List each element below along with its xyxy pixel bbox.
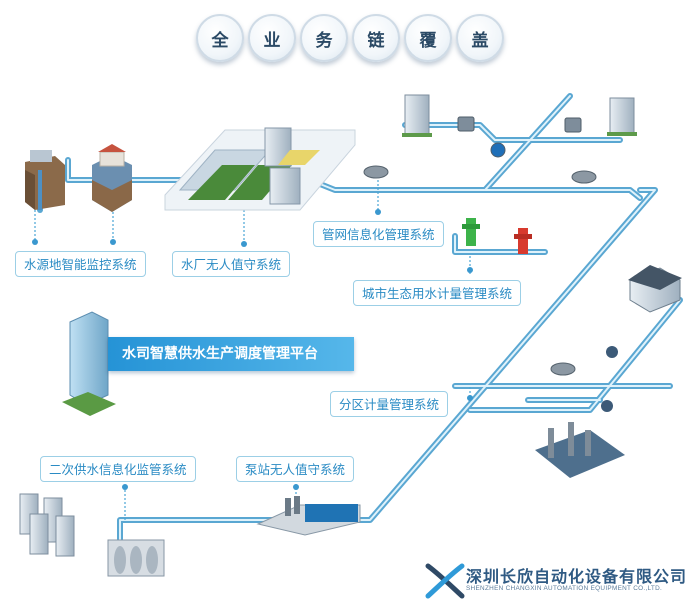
title-char-4: 链 <box>352 14 400 62</box>
house-icon <box>628 265 682 313</box>
pump-station-label: 泵站无人值守系统 <box>236 456 355 482</box>
residential-buildings-icon <box>19 493 75 557</box>
company-english-name: SHENZHEN CHANGXIN AUTOMATION EQUIPMENT C… <box>466 585 663 592</box>
title-char-3: 务 <box>300 14 348 62</box>
water-plant-icon <box>164 127 356 211</box>
factory-icon <box>535 346 625 478</box>
title-char-1: 全 <box>196 14 244 62</box>
title-char-5: 覆 <box>404 14 452 62</box>
pipe-network-label: 管网信息化管理系统 <box>313 221 444 247</box>
title-char-6: 盖 <box>456 14 504 62</box>
water-source-label: 水源地智能监控系统 <box>15 251 146 277</box>
pump-station-icon <box>256 496 361 536</box>
title-char-2: 业 <box>248 14 296 62</box>
company-name: 深圳长欣自动化设备有限公司 <box>466 567 688 586</box>
secondary-supply-label: 二次供水信息化监管系统 <box>40 456 196 482</box>
sensor-icons <box>363 165 597 376</box>
platform-banner: 水司智慧供水生产调度管理平台 <box>108 337 354 371</box>
platform-building-icon <box>62 311 116 416</box>
building-icon-top <box>402 94 637 137</box>
meter-icons-top <box>457 116 582 158</box>
company-logo-mark <box>425 563 465 599</box>
title-row: 全 业 务 链 覆 盖 <box>196 14 508 66</box>
hydrant-icons <box>462 218 532 254</box>
district-metering-label: 分区计量管理系统 <box>330 391 449 417</box>
water-plant-label: 水厂无人值守系统 <box>172 251 291 277</box>
water-source-icon <box>25 144 132 212</box>
city-metering-label: 城市生态用水计量管理系统 <box>353 280 522 306</box>
secondary-supply-equipment-icon <box>107 539 165 577</box>
